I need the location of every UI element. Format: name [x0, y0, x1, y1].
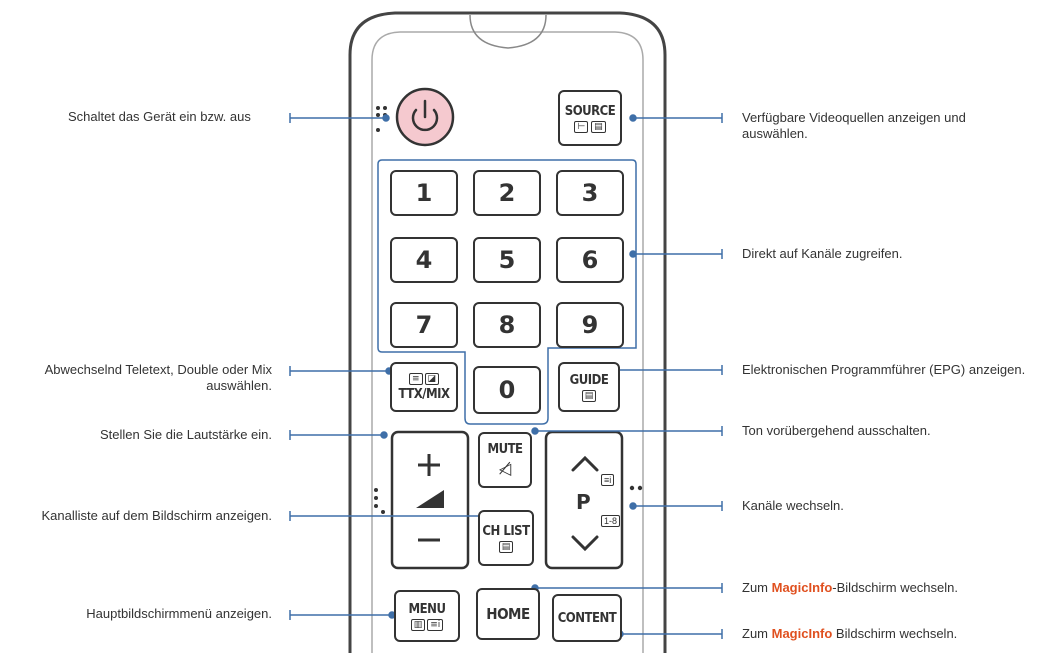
mute-button[interactable]: MUTE ◁̸: [478, 432, 532, 488]
label-guide: Elektronischen Programmführer (EPG) anze…: [742, 362, 1026, 377]
label-menu: Hauptbildschirmmenü anzeigen.: [86, 606, 272, 621]
label-home-brand: MagicInfo: [771, 580, 833, 595]
label-content-prefix: Zum: [742, 626, 772, 641]
num-button-2[interactable]: 2: [473, 170, 541, 216]
channel-p-label: P: [576, 490, 591, 514]
label-home-prefix: Zum: [742, 580, 772, 595]
guide-label: GUIDE: [569, 372, 609, 388]
label-content-brand: MagicInfo: [771, 626, 833, 641]
ch-list-icon: ▤: [498, 540, 514, 553]
num-button-3[interactable]: 3: [556, 170, 624, 216]
label-content-suffix: Bildschirm wechseln.: [832, 626, 958, 641]
label-mute: Ton vorübergehend ausschalten.: [742, 423, 931, 438]
num-button-7[interactable]: 7: [390, 302, 458, 348]
power-icon: [411, 99, 439, 132]
volume-down-button[interactable]: [395, 520, 465, 564]
label-ttx: Abwechselnd Teletext, Double oder Mix au…: [44, 362, 272, 393]
ch-list-label: CH LIST: [482, 523, 530, 539]
num-button-8[interactable]: 8: [473, 302, 541, 348]
volume-glyphs: [416, 454, 444, 542]
label-power: Schaltet das Gerät ein bzw. aus: [68, 109, 251, 124]
channel-rocker: [544, 430, 624, 570]
label-channel: Kanäle wechseln.: [742, 498, 844, 513]
num-button-4[interactable]: 4: [390, 237, 458, 283]
label-home: Zum MagicInfo-Bildschirm wechseln.: [742, 580, 958, 596]
menu-button[interactable]: MENU ▥≡i: [394, 590, 460, 642]
volume-up-button[interactable]: [395, 436, 465, 478]
ttx-mix-button[interactable]: ≡◪ TTX/MIX: [390, 362, 458, 412]
remote-body: [348, 11, 667, 653]
home-label: HOME: [486, 605, 530, 623]
channel-up-button[interactable]: [549, 436, 619, 478]
channel-info-icon: ≡i: [601, 474, 615, 486]
mute-label: MUTE: [487, 442, 523, 457]
ttx-label: TTX/MIX: [398, 386, 450, 402]
source-input-icon: ⊢▤: [574, 120, 606, 133]
teletext-icon: ≡◪: [408, 372, 440, 385]
menu-label: MENU: [408, 601, 446, 617]
ch-list-button[interactable]: CH LIST ▤: [478, 510, 534, 566]
guide-button[interactable]: GUIDE ▤: [558, 362, 620, 412]
content-button[interactable]: CONTENT: [552, 594, 622, 642]
label-numbers: Direkt auf Kanäle zugreifen.: [742, 246, 903, 261]
num-button-9[interactable]: 9: [556, 302, 624, 348]
label-volume: Stellen Sie die Lautstärke ein.: [100, 427, 272, 442]
guide-icon: ▤: [581, 389, 597, 402]
ir-window: [469, 14, 547, 49]
remote-inner-edge: [371, 31, 644, 653]
label-ch-list: Kanalliste auf dem Bildschirm anzeigen.: [41, 508, 272, 523]
source-label: SOURCE: [564, 103, 616, 119]
channel-glyphs: [571, 455, 599, 552]
content-label: CONTENT: [557, 610, 617, 626]
num-button-0[interactable]: 0: [473, 366, 541, 414]
home-button[interactable]: HOME: [476, 588, 540, 640]
menu-icon: ▥≡i: [410, 618, 444, 631]
label-source: Verfügbare Videoquellen anzeigen und aus…: [742, 110, 966, 141]
num-button-6[interactable]: 6: [556, 237, 624, 283]
source-button[interactable]: SOURCE ⊢▤: [558, 90, 622, 146]
channel-tt-icon: 1-8: [601, 515, 621, 527]
num-button-1[interactable]: 1: [390, 170, 458, 216]
numpad-outline: [377, 159, 637, 425]
num-button-5[interactable]: 5: [473, 237, 541, 283]
mute-icon: ◁̸: [498, 459, 512, 478]
label-content: Zum MagicInfo Bildschirm wechseln.: [742, 626, 957, 642]
label-home-suffix: -Bildschirm wechseln.: [832, 580, 958, 595]
